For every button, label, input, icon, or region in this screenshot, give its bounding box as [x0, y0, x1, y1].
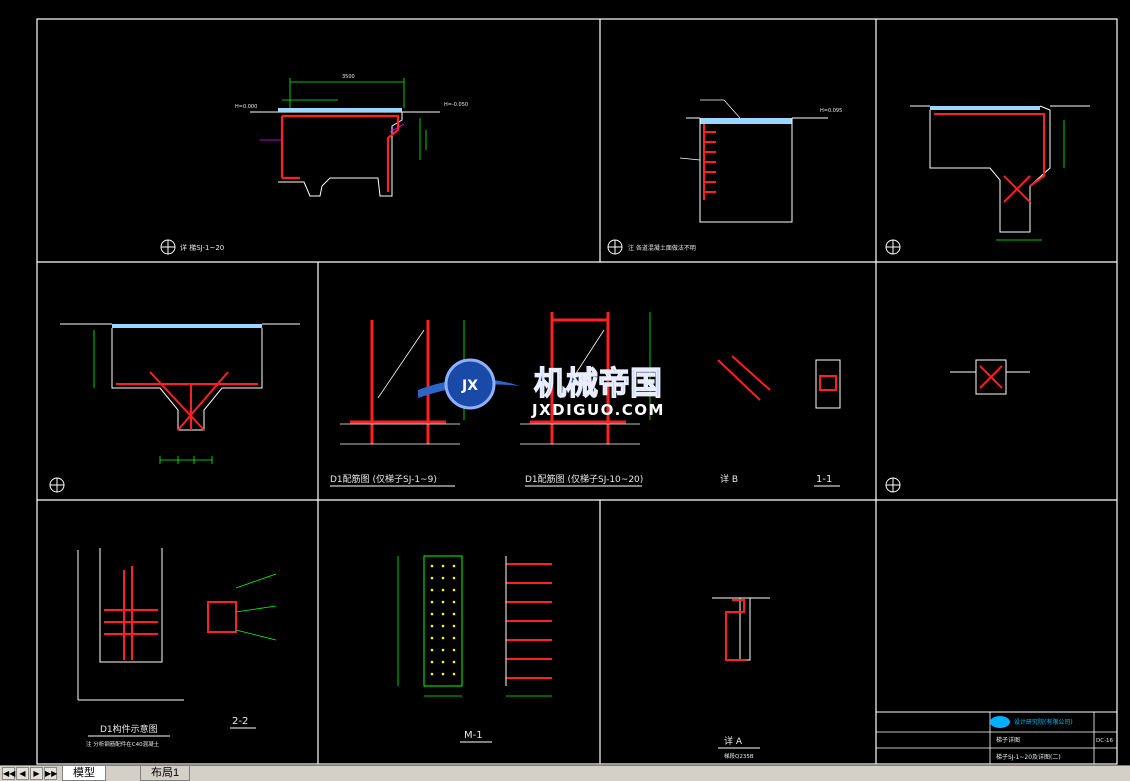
- watermark: JX 机械帝国 JXDIGUO.COM: [418, 358, 665, 419]
- anchor-hole: [441, 624, 445, 628]
- watermark-title: 机械帝国: [534, 364, 662, 402]
- anchor-hole: [452, 600, 456, 604]
- first-tab-button[interactable]: ◀◀: [2, 767, 16, 780]
- anchor-hole: [441, 648, 445, 652]
- anchor-hole: [452, 564, 456, 568]
- anchor-hole: [430, 576, 434, 580]
- d1-layout-note: 注 分析钢筋配件在C40混凝土: [86, 740, 160, 748]
- anchor-hole: [430, 636, 434, 640]
- anchor-hole: [430, 624, 434, 628]
- panel-wall-stair: H=0.095 注 各道混凝土面做法不明: [607, 99, 842, 255]
- anchor-hole: [430, 564, 434, 568]
- svg-text:H=0.000: H=0.000: [235, 104, 257, 110]
- svg-text:H=0.095: H=0.095: [820, 108, 842, 114]
- drawing-frame: [36, 18, 1118, 765]
- panel-d1-layout: D1构件示意图 注 分析钢筋配件在C40混凝土 2-2: [77, 548, 277, 748]
- m1-anchor-holes: [430, 564, 456, 676]
- anchor-hole: [441, 672, 445, 676]
- anchor-hole: [452, 636, 456, 640]
- detail-a-title: 详 A: [724, 735, 743, 747]
- panel-node-right: [885, 359, 1030, 493]
- last-tab-button[interactable]: ▶▶: [44, 767, 58, 780]
- anchor-hole: [430, 672, 434, 676]
- section-1-1-title: 1-1: [816, 474, 832, 485]
- anchor-hole: [430, 612, 434, 616]
- anchor-hole: [452, 660, 456, 664]
- anchor-hole: [441, 600, 445, 604]
- detail-b-title: 详 B: [720, 473, 738, 485]
- anchor-hole: [441, 564, 445, 568]
- d1-layout-title: D1构件示意图: [100, 723, 158, 735]
- tb-drawing-name: 梯子SJ-1~20及详图(二): [996, 753, 1061, 761]
- anchor-hole: [430, 600, 434, 604]
- anchor-hole: [441, 612, 445, 616]
- watermark-logo-letters: JX: [461, 378, 478, 394]
- tb-title: 梯子详图: [996, 736, 1020, 744]
- anchor-hole: [430, 660, 434, 664]
- next-tab-button[interactable]: ▶: [30, 767, 43, 780]
- anchor-hole: [441, 660, 445, 664]
- d1-frame-b-title: D1配筋图 (仅梯子SJ-10~20): [525, 473, 643, 485]
- panel-m1-plate: M-1: [397, 555, 552, 743]
- anchor-hole: [452, 672, 456, 676]
- panel-slab-section: H=0.000 H=-0.050 3500 详 梯SJ-1~20: [160, 74, 468, 255]
- svg-text:3500: 3500: [342, 74, 355, 80]
- tb-company: 设计研究院(有限公司): [1014, 718, 1073, 726]
- prev-tab-button[interactable]: ◀: [16, 767, 29, 780]
- d1-frame-a-title: D1配筋图 (仅梯子SJ-1~9): [330, 473, 437, 485]
- panel-wall-note: 注 各道混凝土面做法不明: [628, 244, 696, 252]
- layout-tab-bar: ◀◀ ◀ ▶ ▶▶ 模型 布局1: [0, 765, 1130, 781]
- tb-drawing-no: DC-16: [1096, 738, 1114, 744]
- panel-detail-a: 详 A 梯段Q235B: [712, 597, 770, 760]
- m1-title: M-1: [464, 730, 483, 741]
- anchor-hole: [441, 588, 445, 592]
- panel-beam-left: [49, 323, 300, 493]
- anchor-hole: [452, 576, 456, 580]
- anchor-hole: [430, 648, 434, 652]
- tab-model[interactable]: 模型: [62, 766, 106, 781]
- panel-slab-note: 详 梯SJ-1~20: [180, 243, 224, 252]
- cad-drawing-canvas[interactable]: H=0.000 H=-0.050 3500 详 梯SJ-1~20: [0, 0, 1130, 765]
- panel-bracket-upper: [885, 105, 1090, 255]
- anchor-hole: [452, 588, 456, 592]
- svg-text:H=-0.050: H=-0.050: [444, 102, 468, 108]
- anchor-hole: [452, 624, 456, 628]
- anchor-hole: [441, 636, 445, 640]
- anchor-hole: [430, 588, 434, 592]
- anchor-hole: [441, 576, 445, 580]
- watermark-url: JXDIGUO.COM: [531, 401, 665, 419]
- tab-layout1[interactable]: 布局1: [140, 766, 191, 781]
- detail-a-subtitle: 梯段Q235B: [724, 752, 754, 760]
- anchor-hole: [452, 612, 456, 616]
- title-block: 设计研究院(有限公司) 梯子详图 梯子SJ-1~20及详图(二) DC-16: [875, 711, 1118, 765]
- anchor-hole: [452, 648, 456, 652]
- panel-d1-frames: D1配筋图 (仅梯子SJ-1~9) D1配筋图 (仅梯子SJ-10~20) 详 …: [330, 312, 841, 487]
- section-2-2-title: 2-2: [232, 716, 248, 727]
